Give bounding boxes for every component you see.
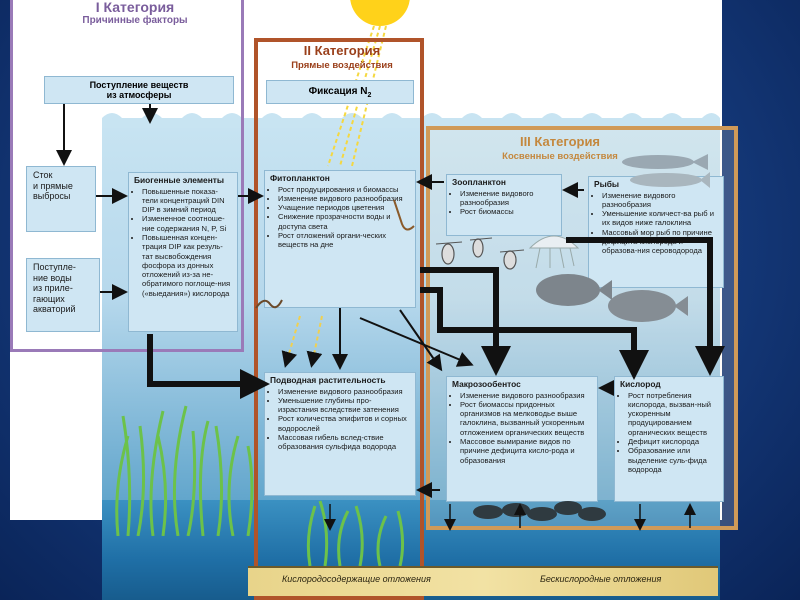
biogenic-elements-box: Биогенные элементы Повышенные показа-тел…	[128, 172, 238, 332]
seagrass-illustration	[115, 405, 254, 536]
zooplankton-box: Зоопланктон Изменение видового разнообра…	[446, 174, 562, 236]
phytoplankton-item: Снижение прозрачности воды и доступа све…	[278, 212, 410, 231]
fish-item: Уменьшение количест-ва рыб и их видов ни…	[602, 209, 718, 228]
category-2-frame	[254, 38, 424, 600]
zooplankton-organisms-icon	[435, 237, 525, 270]
oxygen-item: Образование или выделение суль-фида водо…	[628, 446, 718, 474]
oxygen-item: Рост потребления кислорода, вызван-ный у…	[628, 391, 718, 437]
bristleworm-icon	[255, 299, 283, 309]
macrozoobenthos-title: Макрозообентос	[452, 379, 521, 389]
runoff-box: Сток и прямые выбросы	[26, 166, 96, 232]
sediment-layer	[248, 566, 718, 596]
oxic-sediment-label: Кислородосодержащие отложения	[282, 574, 431, 584]
nitrogen-fixation-box: Фиксация N2	[266, 80, 414, 104]
zooplankton-item: Изменение видового разнообразия	[460, 189, 556, 208]
water-inflow-box: Поступле- ние воды из приле- гающих аква…	[26, 258, 100, 332]
category-1-subtitle: Причинные факторы	[82, 15, 188, 26]
fixation-subscript: 2	[367, 92, 372, 99]
inflow-line-3: из приле-	[33, 283, 73, 293]
macrozoobenthos-item: Массовое вымирание видов по причине дефи…	[460, 437, 592, 465]
aquatic-item: Изменение видового разнообразия	[278, 387, 410, 396]
zooplankton-title: Зоопланктон	[452, 177, 506, 187]
category-2-subtitle: Прямые воздействия	[291, 60, 393, 71]
biogenic-item: Измененное соотноше-ние содержания N, P,…	[142, 214, 232, 233]
category-2-title: II Категория	[303, 43, 381, 58]
macrozoobenthos-item: Рост биомассы придонных организмов на ме…	[460, 400, 592, 437]
category-3-title: III Категория	[519, 134, 601, 149]
phytoplankton-box: Фитопланктон Рост продуцирования и биома…	[264, 170, 416, 308]
macrozoobenthos-box: Макрозообентос Изменение видового разноо…	[446, 376, 598, 502]
atmosphere-input-box: Поступление веществ из атмосферы	[44, 76, 234, 104]
hook-icon	[393, 199, 415, 231]
aquatic-item: Рост количества эпифитов и сорных водоро…	[278, 414, 410, 433]
herring-fish-icon	[622, 154, 710, 188]
oxygen-box: Кислород Рост потребления кислорода, выз…	[614, 376, 724, 502]
macrozoobenthos-item: Изменение видового разнообразия	[460, 391, 592, 400]
biogenic-item: Повышенная концен-трация DIP как резуль-…	[142, 233, 232, 298]
biogenic-title: Биогенные элементы	[134, 175, 225, 185]
atmosphere-line-2: из атмосферы	[106, 90, 172, 100]
category-1-frame	[10, 0, 244, 352]
runoff-line-2: и прямые	[33, 180, 73, 191]
flatfish-icon	[536, 274, 688, 322]
fish-item: Изменение видового разнообразия	[602, 191, 718, 210]
aquatic-item: Массовая гибель вслед-ствие образования …	[278, 433, 410, 452]
phytoplankton-item: Рост продуцирования и биомассы	[278, 185, 410, 194]
category-1-title: I Категория	[95, 0, 175, 15]
phytoplankton-item: Изменение видового разнообразия	[278, 194, 410, 203]
atmosphere-line-1: Поступление веществ	[89, 80, 189, 90]
inflow-line-1: Поступле-	[33, 262, 76, 272]
aquatic-title: Подводная растительность	[270, 375, 386, 385]
phytoplankton-item: Рост отложений органи-ческих веществ на …	[278, 231, 410, 250]
runoff-line-3: выбросы	[33, 191, 71, 201]
aquatic-item: Уменьшение глубины про-израстания вследс…	[278, 396, 410, 415]
seagrass-illustration-small	[306, 500, 405, 566]
oxygen-title: Кислород	[620, 379, 661, 389]
oxygen-item: Дефицит кислорода	[628, 437, 718, 446]
aquatic-vegetation-box: Подводная растительность Изменение видов…	[264, 372, 416, 496]
inflow-line-2: ние воды	[33, 272, 72, 283]
phytoplankton-item: Учащение периодов цветения	[278, 203, 410, 212]
anoxic-sediment-label: Бескислородные отложения	[540, 574, 662, 584]
biogenic-item: Повышенные показа-тели концентраций DIN …	[142, 187, 232, 215]
category-3-subtitle: Косвенные воздействия	[502, 151, 618, 162]
inflow-line-5: акваторий	[33, 304, 76, 314]
fish-title: Рыбы	[594, 179, 620, 189]
zooplankton-item: Рост биомассы	[460, 207, 556, 216]
runoff-line-1: Сток	[33, 170, 53, 180]
phytoplankton-title: Фитопланктон	[270, 173, 330, 183]
fixation-label: Фиксация N	[308, 86, 368, 97]
inflow-line-4: гающих	[33, 293, 65, 304]
sun-icon	[350, 0, 410, 26]
